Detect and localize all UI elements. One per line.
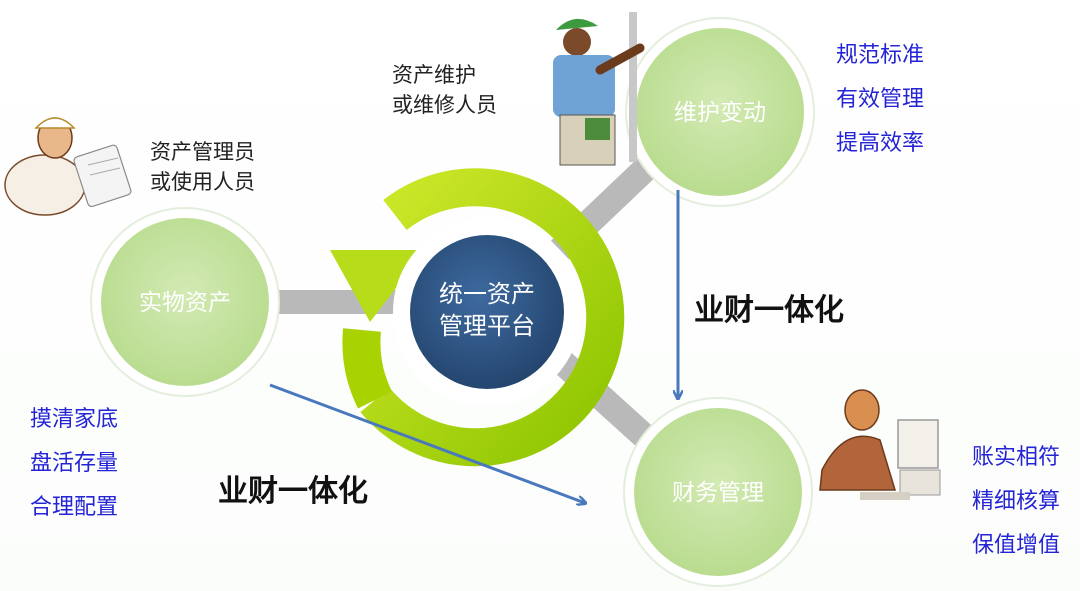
node-maintenance-label: 维护变动 bbox=[674, 100, 766, 126]
repair-role-line1: 资产维护 bbox=[392, 63, 476, 87]
node-finance: 财务管理 bbox=[623, 397, 813, 587]
finance-person-illustration bbox=[819, 389, 941, 500]
left-benefit-item: 合理配置 bbox=[30, 495, 119, 520]
admin-person-illustration bbox=[4, 117, 132, 216]
admin-role-label: 资产管理员 或使用人员 bbox=[150, 137, 255, 197]
node-physical-label: 实物资产 bbox=[139, 290, 231, 316]
left-benefit-list: 摸清家底 盘活存量 合理配置 bbox=[30, 398, 118, 530]
left-benefit-item: 盘活存量 bbox=[30, 451, 119, 476]
connector-left bbox=[265, 290, 415, 314]
bottom-right-benefit-item: 账实相符 bbox=[972, 445, 1061, 470]
bottom-right-benefit-item: 保值增值 bbox=[972, 533, 1061, 558]
left-benefit-item: 摸清家底 bbox=[30, 407, 119, 432]
hub-node: 统一资产 管理平台 bbox=[410, 235, 564, 389]
top-right-benefit-list: 规范标准 有效管理 提高效率 bbox=[836, 34, 924, 166]
node-finance-label: 财务管理 bbox=[672, 480, 764, 506]
integration-label-left: 业财一体化 bbox=[218, 474, 368, 509]
admin-role-line1: 资产管理员 bbox=[150, 140, 255, 164]
cycle-arrow-head bbox=[330, 250, 425, 322]
bottom-right-benefit-item: 精细核算 bbox=[972, 489, 1061, 514]
top-right-benefit-item: 有效管理 bbox=[836, 87, 925, 112]
hub-label-line2: 管理平台 bbox=[439, 312, 535, 340]
repair-role-label: 资产维护 或维修人员 bbox=[392, 60, 497, 120]
top-right-benefit-item: 提高效率 bbox=[836, 131, 925, 156]
node-physical-asset: 实物资产 bbox=[90, 207, 280, 397]
bottom-right-benefit-list: 账实相符 精细核算 保值增值 bbox=[972, 436, 1060, 568]
repair-role-line2: 或维修人员 bbox=[392, 93, 497, 117]
repair-person-illustration bbox=[553, 12, 645, 166]
admin-role-line2: 或使用人员 bbox=[150, 170, 255, 194]
integration-label-right: 业财一体化 bbox=[694, 293, 844, 328]
hub-label-line1: 统一资产 bbox=[439, 280, 535, 308]
top-right-benefit-item: 规范标准 bbox=[836, 43, 925, 68]
arrow-physical-to-finance bbox=[269, 383, 585, 503]
node-maintenance: 维护变动 bbox=[625, 17, 815, 207]
